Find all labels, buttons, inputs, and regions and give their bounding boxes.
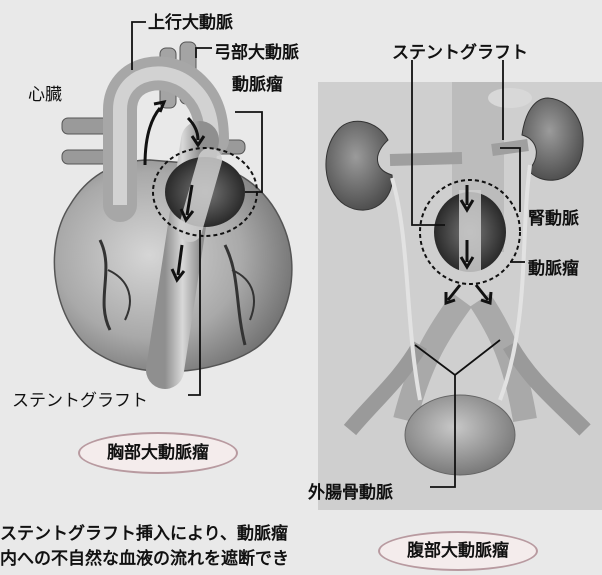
external-iliac-label: 外腸骨動脈 — [308, 478, 393, 503]
ascending-aorta-label: 上行大動脈 — [148, 8, 233, 33]
stent-graft-label-left: ステントグラフト — [12, 386, 148, 411]
thoracic-aneurysm-badge: 胸部大動脈瘤 — [78, 432, 238, 474]
heart-label: 心臓 — [28, 80, 62, 105]
aortic-arch-label: 弓部大動脈 — [214, 38, 299, 63]
aneurysm-label-right: 動脈瘤 — [528, 254, 579, 279]
abdominal-illustration — [318, 82, 602, 510]
caption-line-2: 内への不自然な血液の流れを遮断でき — [0, 547, 289, 571]
stent-graft-label-top: ステントグラフト — [392, 38, 528, 63]
caption-line-1: ステントグラフト挿入により、動脈瘤 — [0, 522, 288, 546]
renal-artery-label: 腎動脈 — [528, 204, 579, 229]
abdominal-aneurysm-badge: 腹部大動脈瘤 — [378, 531, 538, 571]
aneurysm-label-left: 動脈瘤 — [232, 70, 283, 95]
